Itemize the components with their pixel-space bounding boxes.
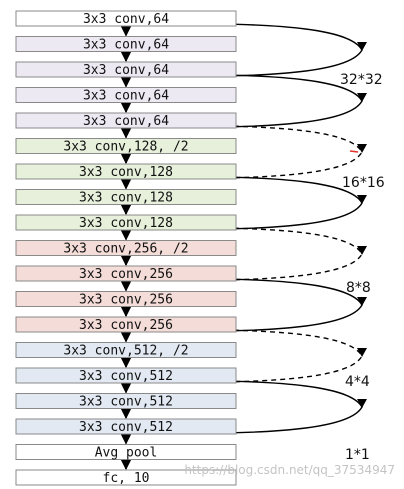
shortcut-dashed	[125, 125, 363, 179]
layer-label: 3x3 conv,256	[79, 318, 173, 333]
layer-block: 3x3 conv,512	[15, 418, 237, 435]
stage-labels: 32*32 16*16 8*8 4*4 1*1	[340, 72, 385, 463]
layer-label: 3x3 conv,256, /2	[63, 242, 188, 257]
layer-block: 3x3 conv,512	[15, 367, 237, 384]
shortcut-arrowhead	[357, 195, 367, 204]
layer-block: 3x3 conv,128	[15, 163, 237, 180]
layer-block: 3x3 conv,256	[15, 291, 237, 308]
layer-box	[15, 138, 237, 154]
shortcut-connections	[125, 23, 367, 434]
layer-box	[15, 418, 237, 435]
stage-size-label: 8*8	[346, 280, 371, 296]
layer-box	[15, 342, 237, 358]
layer-block: 3x3 conv,256, /2	[15, 240, 237, 257]
layer-stack: 3x3 conv,64 3x3 conv,64 3x3 conv,64 3x3 con…	[15, 10, 237, 486]
shortcut-arrowhead	[357, 399, 367, 408]
layer-block: 3x3 conv,256	[15, 265, 237, 282]
layer-box	[15, 265, 237, 282]
shortcut-dashed	[125, 329, 363, 383]
layer-label: 3x3 conv,128, /2	[63, 140, 188, 155]
layer-label: 3x3 conv,64	[83, 38, 169, 53]
shortcut-arrowhead	[357, 42, 367, 51]
layer-block: 3x3 conv,64	[15, 87, 237, 104]
layer-block: 3x3 conv,128	[15, 214, 237, 231]
shortcut-dashed	[125, 227, 363, 281]
layer-block: fc, 10	[15, 469, 237, 486]
layer-label: 3x3 conv,512	[79, 369, 173, 384]
shortcut-arrowhead	[357, 297, 367, 306]
layer-label: 3x3 conv,512	[79, 420, 173, 435]
watermark: https://blog.csdn.net/qq_37534947	[184, 463, 395, 477]
layer-box	[15, 316, 237, 333]
layer-box	[15, 87, 237, 103]
layer-box	[15, 367, 237, 384]
layer-label: fc, 10	[103, 471, 150, 486]
layer-block: 3x3 conv,512	[15, 393, 237, 410]
layer-box	[15, 469, 237, 486]
layer-label: 3x3 conv,256	[79, 267, 173, 282]
layer-block: 3x3 conv,64	[15, 36, 237, 53]
layer-block: 3x3 conv,64	[15, 112, 237, 129]
layer-box	[15, 214, 237, 231]
layer-block: 3x3 conv,64	[15, 10, 237, 27]
stage-size-label: 16*16	[342, 175, 385, 191]
shortcut-arrowhead	[357, 93, 367, 102]
layer-block: Avg pool	[15, 444, 237, 461]
layer-label: 3x3 conv,64	[83, 89, 169, 104]
layer-label: 3x3 conv,256	[79, 293, 173, 308]
stage-size-label: 32*32	[340, 72, 383, 88]
layer-label: 3x3 conv,512	[79, 395, 173, 410]
layer-box	[15, 240, 237, 256]
shortcut-arrowhead	[357, 348, 367, 357]
layer-label: 3x3 conv,64	[83, 63, 169, 78]
layer-box	[15, 291, 237, 307]
layer-box	[15, 36, 237, 52]
stage-size-label: 1*1	[345, 447, 370, 463]
layer-block: 3x3 conv,256	[15, 316, 237, 333]
stage-size-label: 4*4	[345, 374, 370, 390]
layer-block: 3x3 conv,512, /2	[15, 342, 237, 359]
layer-label: 3x3 conv,64	[83, 12, 169, 27]
red-accent-mark	[349, 150, 359, 153]
layer-block: 3x3 conv,64	[15, 61, 237, 78]
layer-label: 3x3 conv,128	[79, 191, 173, 206]
watermark-text: https://blog.csdn.net/qq_37534947	[184, 463, 395, 477]
layer-box	[15, 112, 237, 129]
layer-box	[15, 189, 237, 205]
layer-box	[15, 61, 237, 78]
layer-label: Avg pool	[95, 446, 158, 461]
layer-label: 3x3 conv,128	[79, 165, 173, 180]
layer-box	[15, 10, 237, 27]
layer-box	[15, 163, 237, 180]
layer-box	[15, 393, 237, 409]
layer-label: 3x3 conv,64	[83, 114, 169, 129]
layer-label: 3x3 conv,512, /2	[63, 344, 188, 359]
shortcut-arrowhead	[357, 144, 367, 153]
layer-block: 3x3 conv,128, /2	[15, 138, 237, 155]
layer-label: 3x3 conv,128	[79, 216, 173, 231]
layer-block: 3x3 conv,128	[15, 189, 237, 206]
shortcut-arrowhead	[357, 246, 367, 255]
layer-box	[15, 444, 237, 460]
